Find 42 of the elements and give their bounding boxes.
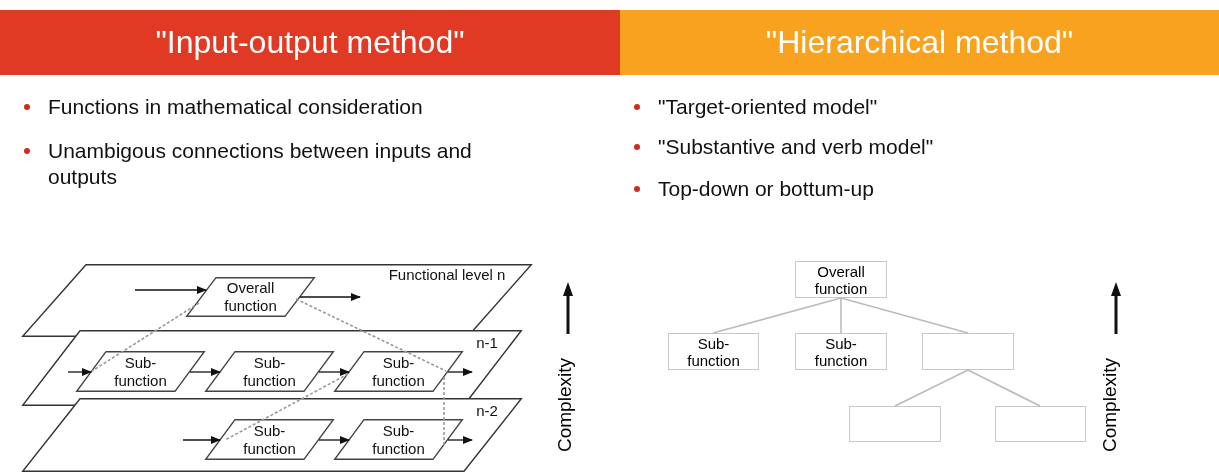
function-box: Overall function xyxy=(795,261,887,298)
function-box: Sub- function xyxy=(668,333,759,370)
empty-box xyxy=(995,406,1086,442)
function-label: Sub- function xyxy=(371,353,426,390)
level-label: Functional level n xyxy=(387,266,507,284)
tree-line xyxy=(894,369,969,407)
function-label: Sub- function xyxy=(242,353,297,390)
tree-line xyxy=(840,297,842,334)
arrow xyxy=(134,286,207,294)
arrow xyxy=(447,436,473,444)
bullet-item: Top-down or bottum-up xyxy=(632,176,1158,202)
function-box: Sub- function xyxy=(795,333,887,370)
function-label: Sub- function xyxy=(113,353,168,390)
function-label: Sub- function xyxy=(371,421,426,458)
function-label: Sub- function xyxy=(242,421,297,458)
arrow xyxy=(299,293,361,301)
axis-label: Complexity xyxy=(554,358,576,452)
dashed-link xyxy=(295,298,447,372)
empty-box xyxy=(849,406,941,442)
bullet-item: "Target-oriented model" xyxy=(632,94,1158,120)
dashed-link xyxy=(91,302,200,372)
arrow xyxy=(318,368,350,376)
level-label: n-1 xyxy=(475,334,499,352)
arrow xyxy=(318,436,350,444)
title-banner: "Hierarchical method" xyxy=(620,10,1219,75)
arrow xyxy=(182,436,221,444)
dashed-link xyxy=(443,376,445,446)
arrow xyxy=(67,368,92,376)
level-label: n-2 xyxy=(475,402,499,420)
arrow xyxy=(447,368,473,376)
bullet-item: Functions in mathematical consideration xyxy=(22,94,568,120)
bullet-item: Unambigous connections between inputs and outputs xyxy=(22,138,518,190)
tree-line xyxy=(840,297,969,334)
function-label: Overall function xyxy=(223,279,278,315)
tree-line xyxy=(712,297,842,334)
bullet-item: "Substantive and verb model" xyxy=(632,134,1158,160)
empty-box xyxy=(922,333,1014,370)
axis-label: Complexity xyxy=(1099,358,1121,452)
dashed-link xyxy=(224,373,349,441)
title-banner: "Input-output method" xyxy=(0,10,620,75)
tree-line xyxy=(967,369,1041,407)
arrow xyxy=(189,368,221,376)
